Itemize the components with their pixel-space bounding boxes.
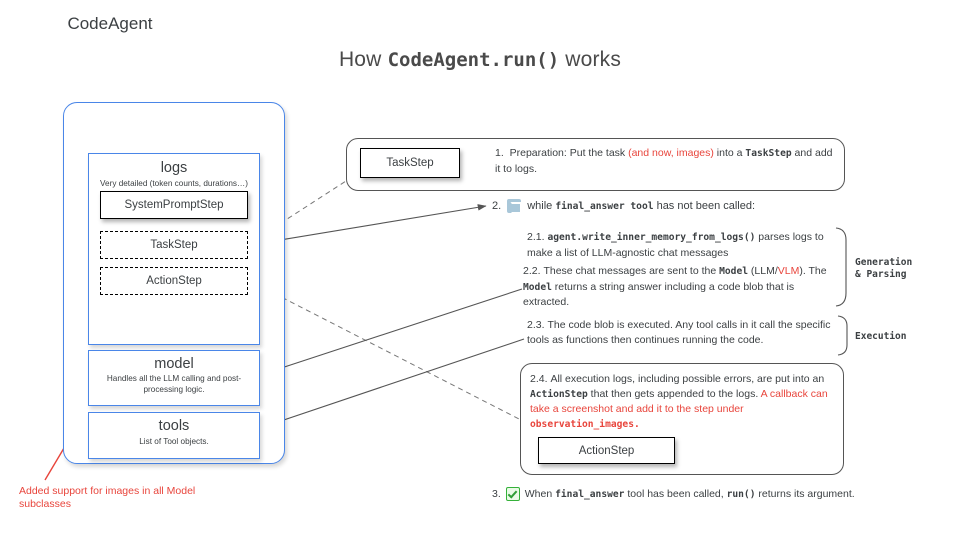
- step3-text: When final_answer tool has been called, …: [525, 488, 855, 500]
- loop-icon: [507, 199, 523, 214]
- step22-text-c: ). The: [799, 265, 827, 277]
- wire-22-to-model: [259, 288, 523, 376]
- step22-code-a: Model: [719, 266, 749, 277]
- step2-text-a: while: [527, 200, 556, 212]
- tools-heading: tools: [158, 418, 190, 434]
- annotation-note: Added support for images in all Model su…: [19, 485, 196, 510]
- step24-red-a: A callback can take a screenshot and add…: [530, 387, 828, 416]
- step22-text-a: These chat messages are sent to the: [543, 265, 720, 277]
- step2-sub-21: 2.1. agent.write_inner_memory_from_logs(…: [527, 230, 847, 260]
- step2-text: while final_answer tool has not been cal…: [527, 200, 755, 212]
- step24-actionstep-chip[interactable]: ActionStep: [538, 437, 675, 464]
- title-suffix: works: [559, 48, 622, 71]
- step2-text-b: has not been called:: [653, 200, 756, 212]
- tools-subtitle: List of Tool objects.: [139, 437, 209, 446]
- page-title: How CodeAgent.run() works: [0, 48, 960, 72]
- step3-line: 3. When final_answer tool has been calle…: [492, 487, 855, 501]
- group-label-execution-line1: Execution: [855, 331, 907, 342]
- step2-code-a: final_answer tool: [555, 201, 654, 212]
- step24-text-b: that then gets appended to the logs.: [587, 387, 761, 400]
- step3-text-c: returns its argument.: [755, 488, 855, 500]
- step23-number: 2.3.: [527, 319, 545, 331]
- step1-taskstep-chip[interactable]: TaskStep: [360, 148, 460, 178]
- step22-highlight: VLM: [777, 265, 800, 277]
- step3-code-a: final_answer: [555, 489, 625, 500]
- step24-number: 2.4.: [530, 373, 548, 385]
- step22-code-b: Model: [523, 281, 552, 293]
- wire-23-to-tools: [259, 338, 525, 429]
- model-subtitle: Handles all the LLM calling and post-pro…: [106, 374, 242, 394]
- title-code: CodeAgent.run(): [387, 49, 560, 71]
- group-label-execution: Execution: [855, 331, 906, 343]
- step2-number: 2.: [492, 200, 502, 212]
- step1-text-b: into a: [713, 147, 746, 159]
- step22-text-d: returns a string answer including a code…: [523, 280, 795, 309]
- wire-actionstep-dashed: [249, 280, 520, 420]
- step1-text-a: Preparation: Put the task: [509, 147, 629, 159]
- step21-code: agent.write_inner_memory_from_logs(): [547, 232, 756, 243]
- step2-sub-23: 2.3. The code blob is executed. Any tool…: [527, 318, 849, 347]
- step1-text: 1. Preparation: Put the task (and now, i…: [495, 146, 840, 176]
- step21-number: 2.1.: [527, 231, 545, 243]
- step2-sub-24: 2.4. All execution logs, including possi…: [530, 372, 834, 432]
- step22-number: 2.2.: [523, 265, 541, 277]
- step23-text: The code blob is executed. Any tool call…: [527, 319, 831, 346]
- log-item-systempromptstep[interactable]: SystemPromptStep: [100, 191, 248, 219]
- log-item-actionstep[interactable]: ActionStep: [100, 267, 248, 295]
- step3-text-a: When: [524, 488, 556, 500]
- title-prefix: How: [338, 48, 388, 71]
- step22-text-b: (LLM/: [748, 265, 778, 277]
- step3-number: 3.: [492, 488, 501, 500]
- group-label-generation: Generation & Parsing: [855, 257, 912, 281]
- wire-taskstep-to-step2: [249, 204, 487, 246]
- logs-subtitle: Very detailed (token counts, durations…): [100, 179, 248, 188]
- step24-red-code: observation_images.: [530, 418, 640, 430]
- model-heading: model: [154, 356, 194, 372]
- step24-code-a: ActionStep: [530, 388, 588, 400]
- step1-number: 1.: [495, 147, 504, 159]
- check-icon: [505, 487, 520, 501]
- step1-text-c: and add it to logs.: [495, 147, 833, 175]
- logs-heading: logs: [160, 160, 188, 176]
- step24-text-a: All execution logs, including possible e…: [550, 373, 825, 385]
- group-label-generation-line1: Generation: [855, 257, 913, 268]
- group-label-generation-line2: & Parsing: [855, 269, 907, 280]
- step2-heading: 2. while final_answer tool has not been …: [492, 199, 755, 214]
- step1-code: TaskStep: [745, 148, 792, 159]
- step1-highlight: (and now, images): [628, 147, 714, 159]
- step2-sub-22: 2.2. These chat messages are sent to the…: [523, 264, 843, 310]
- codeagent-title: CodeAgent: [67, 14, 153, 33]
- tools-box: tools List of Tool objects.: [88, 412, 260, 459]
- step21-text: parses logs to make a list of LLM-agnost…: [527, 231, 824, 259]
- model-box: model Handles all the LLM calling and po…: [88, 350, 260, 406]
- step3-code-b: run(): [726, 489, 756, 500]
- log-item-taskstep[interactable]: TaskStep: [100, 231, 248, 259]
- step3-text-b: tool has been called,: [624, 488, 727, 500]
